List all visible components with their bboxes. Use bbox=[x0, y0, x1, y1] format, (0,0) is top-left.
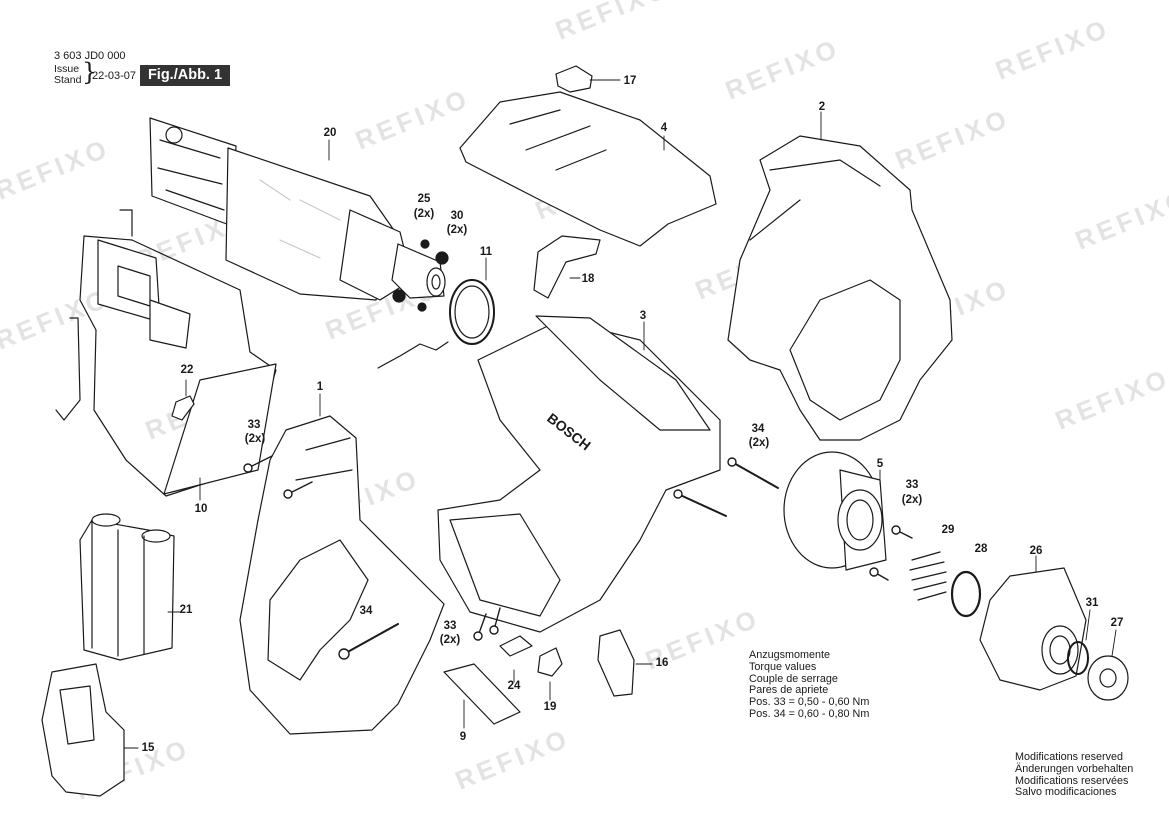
part-label-17: 17 bbox=[624, 75, 637, 87]
clip-part-24-drawing bbox=[499, 635, 533, 657]
housing-half-3-drawing bbox=[437, 315, 721, 633]
part-label-4: 4 bbox=[661, 122, 668, 134]
part-label-27: 27 bbox=[1111, 617, 1124, 629]
label-plate-drawing bbox=[443, 663, 521, 725]
balls-drawing bbox=[392, 239, 449, 312]
watermark-text: REFIXO bbox=[721, 32, 844, 105]
watermark-text: REFIXO bbox=[0, 282, 114, 355]
clip-part-22-drawing bbox=[171, 395, 195, 421]
figure-label: Fig./Abb. 1 bbox=[140, 65, 230, 86]
part-label-29: 29 bbox=[942, 524, 955, 536]
nozzle-flange-drawing bbox=[783, 451, 887, 571]
switch-carrier-drawing bbox=[55, 209, 277, 497]
clip-part-19-drawing bbox=[537, 647, 563, 677]
part-label-2: 2 bbox=[819, 101, 825, 113]
part-label-26: 26 bbox=[1030, 545, 1043, 557]
torque-line: Pares de apriete bbox=[749, 684, 829, 697]
battery-holder-drawing bbox=[41, 663, 125, 797]
part-label-19: 19 bbox=[544, 701, 557, 713]
quantity-label: (2x) bbox=[414, 208, 435, 220]
torque-line: Torque values bbox=[749, 660, 817, 673]
part-label-24: 24 bbox=[508, 680, 521, 692]
part-label-20: 20 bbox=[324, 127, 337, 139]
watermark-text: REFIXO bbox=[991, 12, 1114, 85]
top-cover-drawing bbox=[459, 91, 717, 247]
spring-drawing bbox=[909, 551, 947, 601]
issue-date: 22-03-07 bbox=[92, 70, 137, 82]
cover-part-16-drawing bbox=[597, 629, 635, 697]
retaining-ring-drawing bbox=[449, 279, 495, 345]
part-label-33: 33 bbox=[248, 419, 261, 431]
torque-notes: Anzugsmomente Torque values Couple de se… bbox=[749, 649, 870, 721]
housing-shell-2-drawing bbox=[727, 135, 953, 441]
seal-ring-drawing bbox=[950, 570, 982, 618]
torque-line: Anzugsmomente bbox=[749, 649, 831, 661]
nozzle-cap-drawing bbox=[979, 567, 1087, 691]
modifications-line: Änderungen vorbehalten bbox=[1015, 762, 1134, 775]
quantity-label: (2x) bbox=[245, 433, 266, 445]
end-washer-drawing bbox=[1087, 655, 1129, 701]
quantity-label: (2x) bbox=[447, 224, 468, 236]
watermark-text: REFIXO bbox=[551, 0, 674, 46]
stand-label: Stand bbox=[54, 74, 82, 86]
part-label-21: 21 bbox=[180, 604, 193, 616]
brace-icon: } bbox=[82, 58, 98, 86]
quantity-label: (2x) bbox=[440, 634, 461, 646]
guide-part-18-drawing bbox=[533, 235, 601, 299]
o-ring-drawing bbox=[1067, 641, 1089, 675]
part-labels-layer: 1234591011151617181920212224252627282930… bbox=[142, 75, 1124, 754]
leader-lines bbox=[123, 79, 1117, 749]
battery-cells-drawing bbox=[79, 513, 175, 661]
quantity-label: (2x) bbox=[902, 494, 923, 506]
part-label-10: 10 bbox=[195, 503, 208, 515]
torque-line: Pos. 33 = 0,50 - 0,60 Nm bbox=[749, 696, 870, 709]
issue-stand-labels: Issue Stand bbox=[54, 64, 81, 86]
modifications-line: Modifications reservées bbox=[1015, 774, 1129, 787]
part-label-31: 31 bbox=[1086, 597, 1099, 609]
part-label-5: 5 bbox=[877, 458, 884, 470]
part-label-3: 3 bbox=[640, 310, 646, 322]
part-label-18: 18 bbox=[582, 273, 595, 285]
part-label-1: 1 bbox=[317, 381, 324, 393]
torque-line: Couple de serrage bbox=[749, 672, 838, 685]
part-label-11: 11 bbox=[480, 246, 493, 258]
watermark-text: REFIXO bbox=[891, 102, 1014, 175]
clip-part-17-drawing bbox=[555, 65, 593, 93]
quantity-label: (2x) bbox=[749, 437, 770, 449]
part-label-28: 28 bbox=[975, 543, 988, 555]
part-label-25: 25 bbox=[418, 193, 431, 205]
watermark-text: REFIXO bbox=[451, 722, 574, 795]
watermark-text: REFIXO bbox=[351, 82, 474, 155]
wire-drawing bbox=[377, 341, 449, 369]
part-label-9: 9 bbox=[460, 731, 466, 743]
part-label-22: 22 bbox=[181, 364, 194, 376]
watermark-text: REFIXO bbox=[0, 132, 114, 205]
motor-drawing bbox=[149, 117, 446, 301]
watermark-text: REFIXO bbox=[1071, 182, 1169, 255]
part-label-33: 33 bbox=[444, 620, 457, 632]
watermark-text: REFIXO bbox=[1051, 362, 1169, 435]
torque-line: Pos. 34 = 0,60 - 0,80 Nm bbox=[749, 707, 870, 720]
part-label-34: 34 bbox=[752, 423, 765, 435]
part-label-16: 16 bbox=[656, 657, 669, 669]
part-label-30: 30 bbox=[451, 210, 464, 222]
modifications-line: Modifications reserved bbox=[1015, 751, 1124, 763]
screws-drawing bbox=[243, 455, 913, 660]
part-label-33: 33 bbox=[906, 479, 919, 491]
part-label-34: 34 bbox=[360, 605, 373, 617]
document-number: 3 603 JD0 000 bbox=[54, 50, 126, 62]
part-label-15: 15 bbox=[142, 742, 155, 754]
modifications-line: Salvo modificaciones bbox=[1015, 786, 1117, 799]
issue-label: Issue bbox=[54, 63, 80, 75]
modifications-notes: Modifications reserved Änderungen vorbeh… bbox=[1015, 751, 1134, 799]
